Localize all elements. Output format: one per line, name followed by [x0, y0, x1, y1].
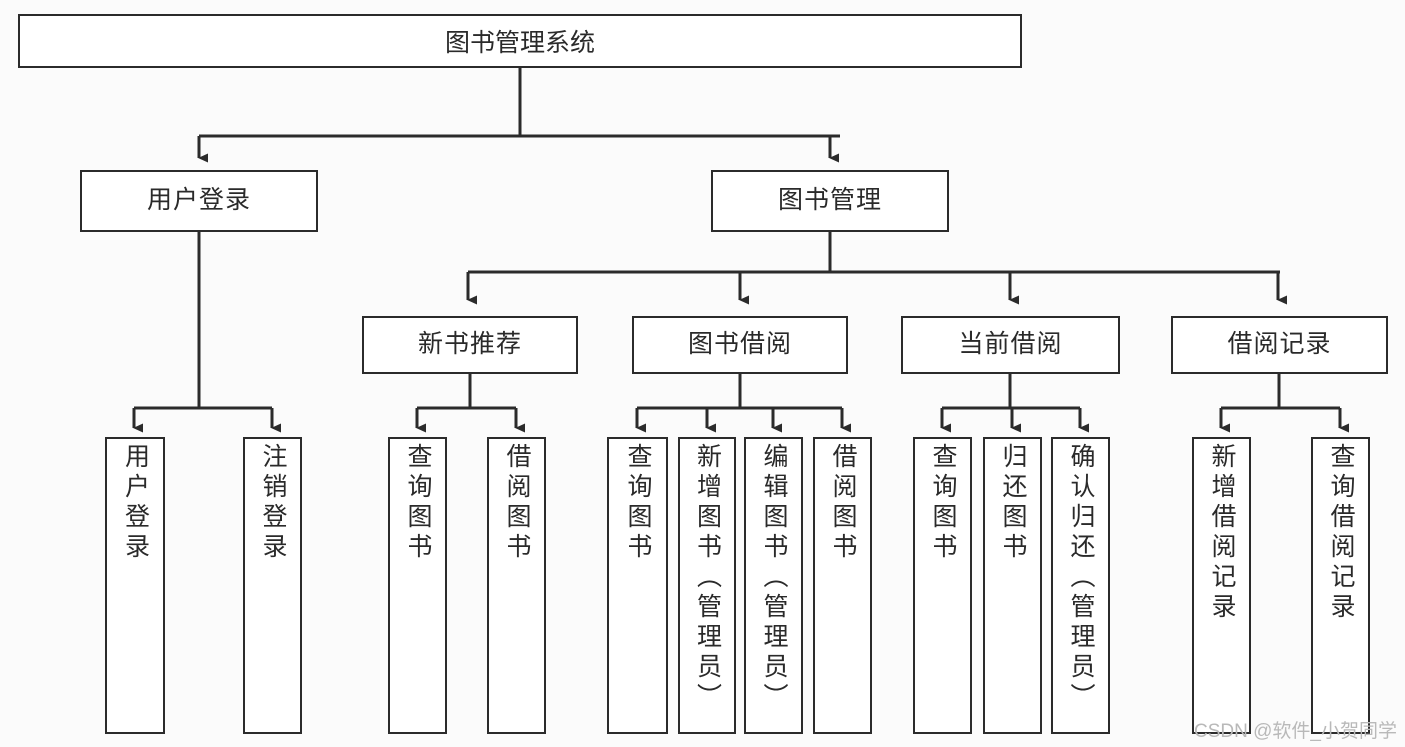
leaf-add-book-admin-label: 新增图书（管理员） — [693, 443, 722, 713]
leaf-query-borrow-record-label: 查询借阅记录 — [1327, 443, 1355, 623]
node-user-login-label: 用户登录 — [146, 186, 251, 215]
leaf-add-borrow-record[interactable]: 新增借阅记录 — [1192, 437, 1251, 734]
leaf-query-book-recommend-label: 查询图书 — [404, 443, 432, 563]
leaf-user-login-label: 用户登录 — [121, 443, 150, 563]
leaf-query-book-borrow-label: 查询图书 — [624, 443, 652, 563]
node-book-management-label: 图书管理 — [777, 186, 882, 215]
leaf-return-book-label: 归还图书 — [999, 443, 1027, 563]
watermark: CSDN @软件_小贺同学 — [1194, 721, 1397, 742]
leaf-query-book-recommend[interactable]: 查询图书 — [388, 437, 447, 734]
leaf-user-login[interactable]: 用户登录 — [105, 437, 165, 734]
leaf-return-book[interactable]: 归还图书 — [983, 437, 1042, 734]
node-root[interactable]: 图书管理系统 — [18, 14, 1022, 68]
leaf-confirm-return-admin-label: 确认归还（管理员） — [1067, 443, 1095, 713]
leaf-query-book-current-label: 查询图书 — [929, 443, 957, 563]
leaf-borrow-book-recommend-label: 借阅图书 — [503, 443, 531, 563]
leaf-borrow-book-label: 借阅图书 — [829, 443, 857, 563]
leaf-edit-book-admin-label: 编辑图书（管理员） — [760, 443, 788, 713]
leaf-add-borrow-record-label: 新增借阅记录 — [1208, 443, 1236, 623]
node-current-borrow-label: 当前借阅 — [958, 330, 1063, 359]
leaf-borrow-book[interactable]: 借阅图书 — [813, 437, 872, 734]
node-user-login[interactable]: 用户登录 — [80, 170, 318, 232]
node-book-borrow-label: 图书借阅 — [687, 330, 792, 359]
node-borrow-record-label: 借阅记录 — [1227, 330, 1332, 359]
node-new-book-recommend[interactable]: 新书推荐 — [362, 316, 578, 374]
node-root-label: 图书管理系统 — [444, 29, 595, 57]
leaf-borrow-book-recommend[interactable]: 借阅图书 — [487, 437, 546, 734]
leaf-logout[interactable]: 注销登录 — [243, 437, 302, 734]
leaf-logout-label: 注销登录 — [259, 443, 287, 563]
leaf-query-book-current[interactable]: 查询图书 — [913, 437, 972, 734]
node-current-borrow[interactable]: 当前借阅 — [901, 316, 1120, 374]
leaf-edit-book-admin[interactable]: 编辑图书（管理员） — [744, 437, 803, 734]
leaf-add-book-admin[interactable]: 新增图书（管理员） — [678, 437, 736, 734]
node-borrow-record[interactable]: 借阅记录 — [1171, 316, 1388, 374]
leaf-query-borrow-record[interactable]: 查询借阅记录 — [1311, 437, 1370, 734]
node-book-management[interactable]: 图书管理 — [711, 170, 949, 232]
leaf-confirm-return-admin[interactable]: 确认归还（管理员） — [1051, 437, 1110, 734]
leaf-query-book-borrow[interactable]: 查询图书 — [607, 437, 668, 734]
node-book-borrow[interactable]: 图书借阅 — [632, 316, 848, 374]
node-new-book-recommend-label: 新书推荐 — [417, 330, 522, 359]
